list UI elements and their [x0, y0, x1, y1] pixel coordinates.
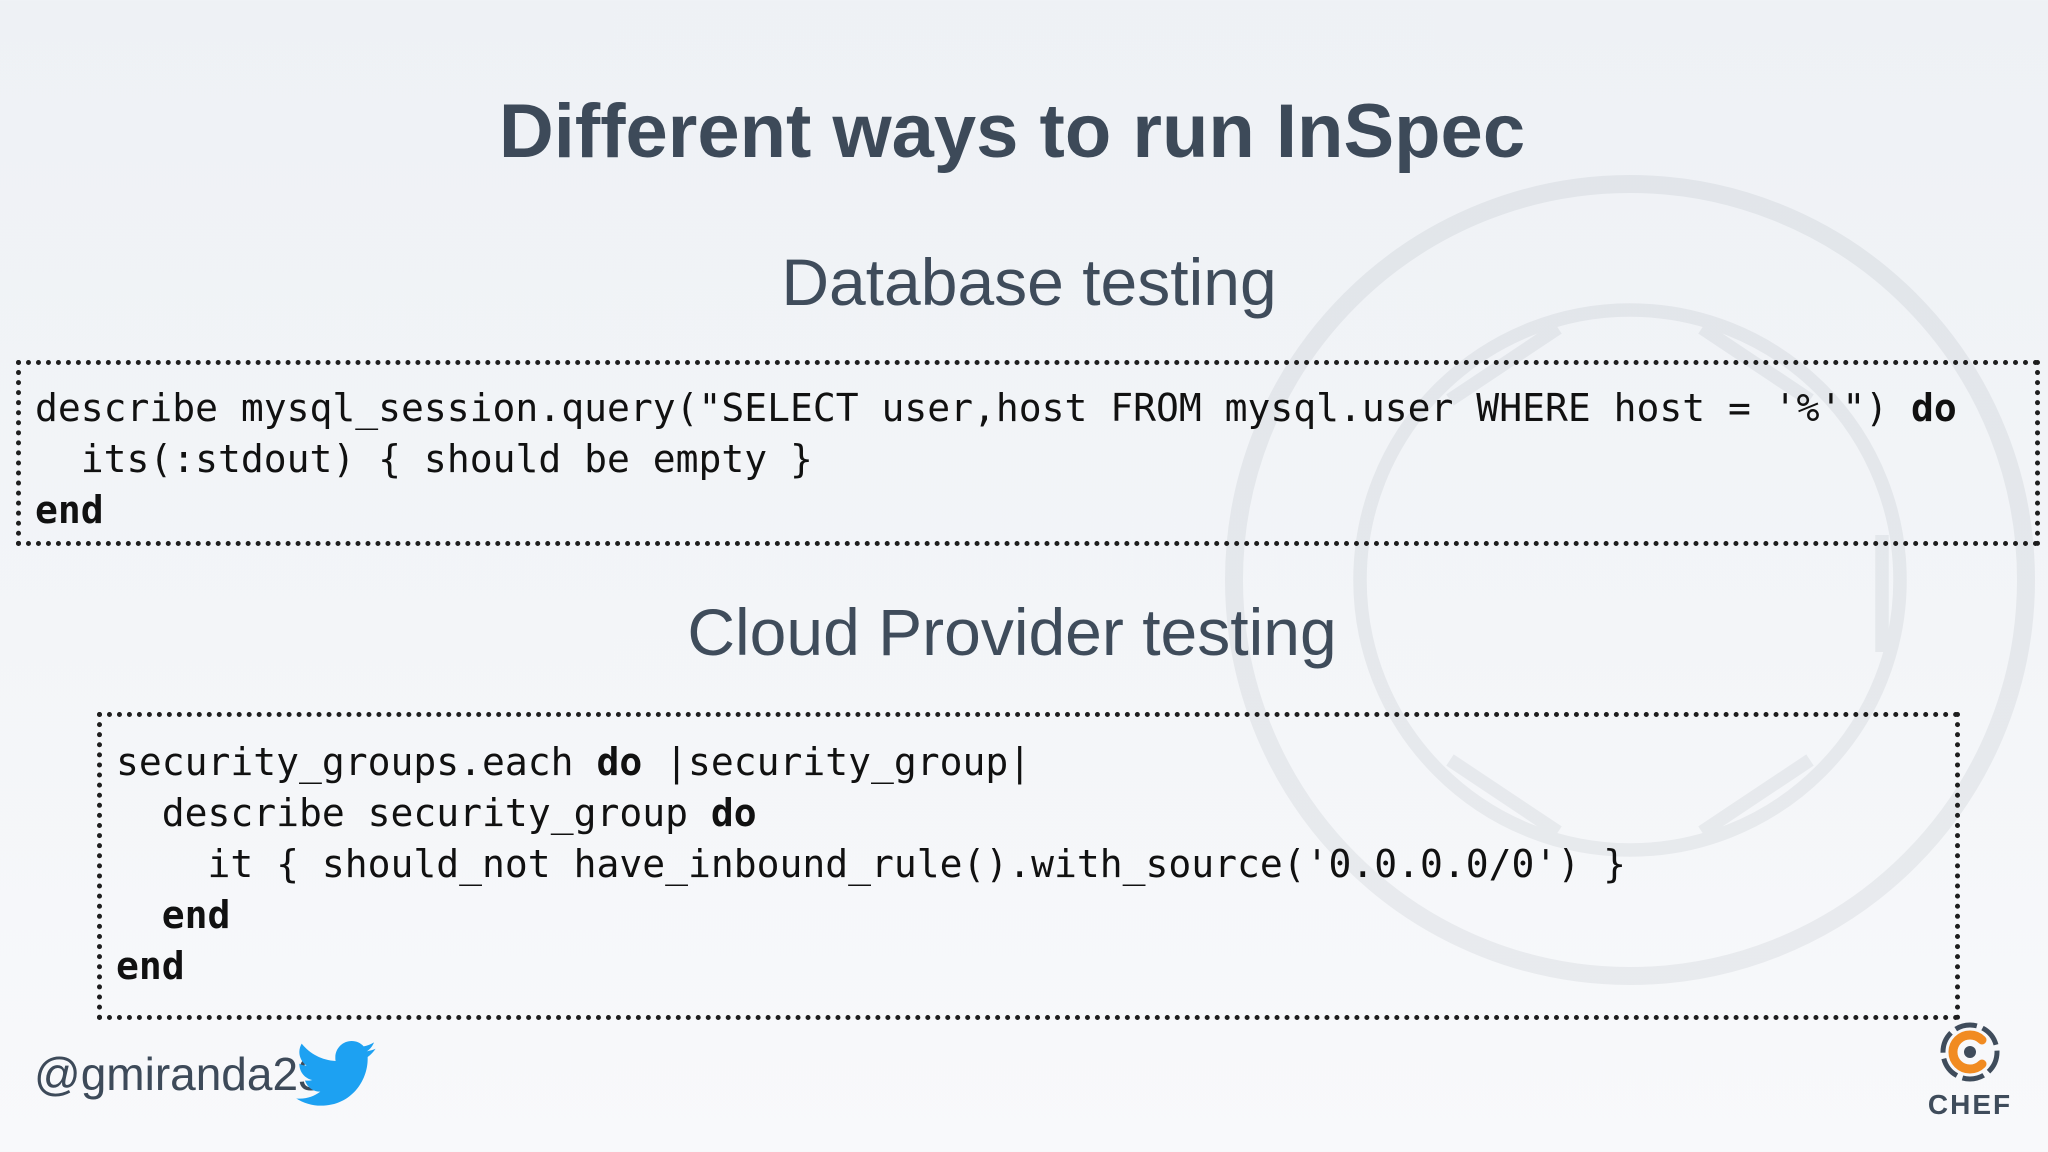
twitter-handle: @gmiranda23 [34, 1048, 324, 1100]
code-keyword: end [161, 893, 231, 937]
code-text: |security_group| [642, 740, 1032, 784]
code-text: it { should_not have_inbound_rule().with… [207, 842, 1626, 886]
twitter-bird-icon [296, 1041, 376, 1106]
database-code-line: describe mysql_session.query("SELECT use… [35, 383, 2035, 434]
cloud-code-line: end [116, 890, 1955, 941]
code-text: describe mysql_session.query("SELECT use… [35, 386, 1911, 430]
cloud-code-line: describe security_group do [116, 788, 1955, 839]
chef-logo-icon [1940, 1022, 2000, 1082]
code-text: its(:stdout) { should be empty } [80, 437, 813, 481]
chef-logo: CHEF [1918, 1020, 2022, 1126]
code-keyword: do [1911, 386, 1957, 430]
cloud-code-line: security_groups.each do |security_group| [116, 737, 1955, 788]
database-code-line: end [35, 485, 2035, 536]
code-keyword: end [116, 944, 185, 988]
database-testing-heading: Database testing [781, 245, 1277, 319]
code-keyword: do [710, 791, 757, 835]
code-text: security_groups.each [116, 740, 597, 784]
database-code-line: its(:stdout) { should be empty } [35, 434, 2035, 485]
slide-title: Different ways to run InSpec [498, 89, 1526, 174]
cloud-code-line: it { should_not have_inbound_rule().with… [116, 839, 1955, 890]
code-keyword: do [596, 740, 643, 784]
database-code-block: describe mysql_session.query("SELECT use… [16, 360, 2040, 546]
code-keyword: end [35, 488, 104, 532]
cloud-code-line: end [116, 941, 1955, 992]
chef-logo-text: CHEF [1927, 1089, 2013, 1120]
code-text: describe security_group [161, 791, 711, 835]
cloud-code-block: security_groups.each do |security_group|… [97, 712, 1960, 1020]
cloud-provider-testing-heading: Cloud Provider testing [687, 595, 1337, 669]
